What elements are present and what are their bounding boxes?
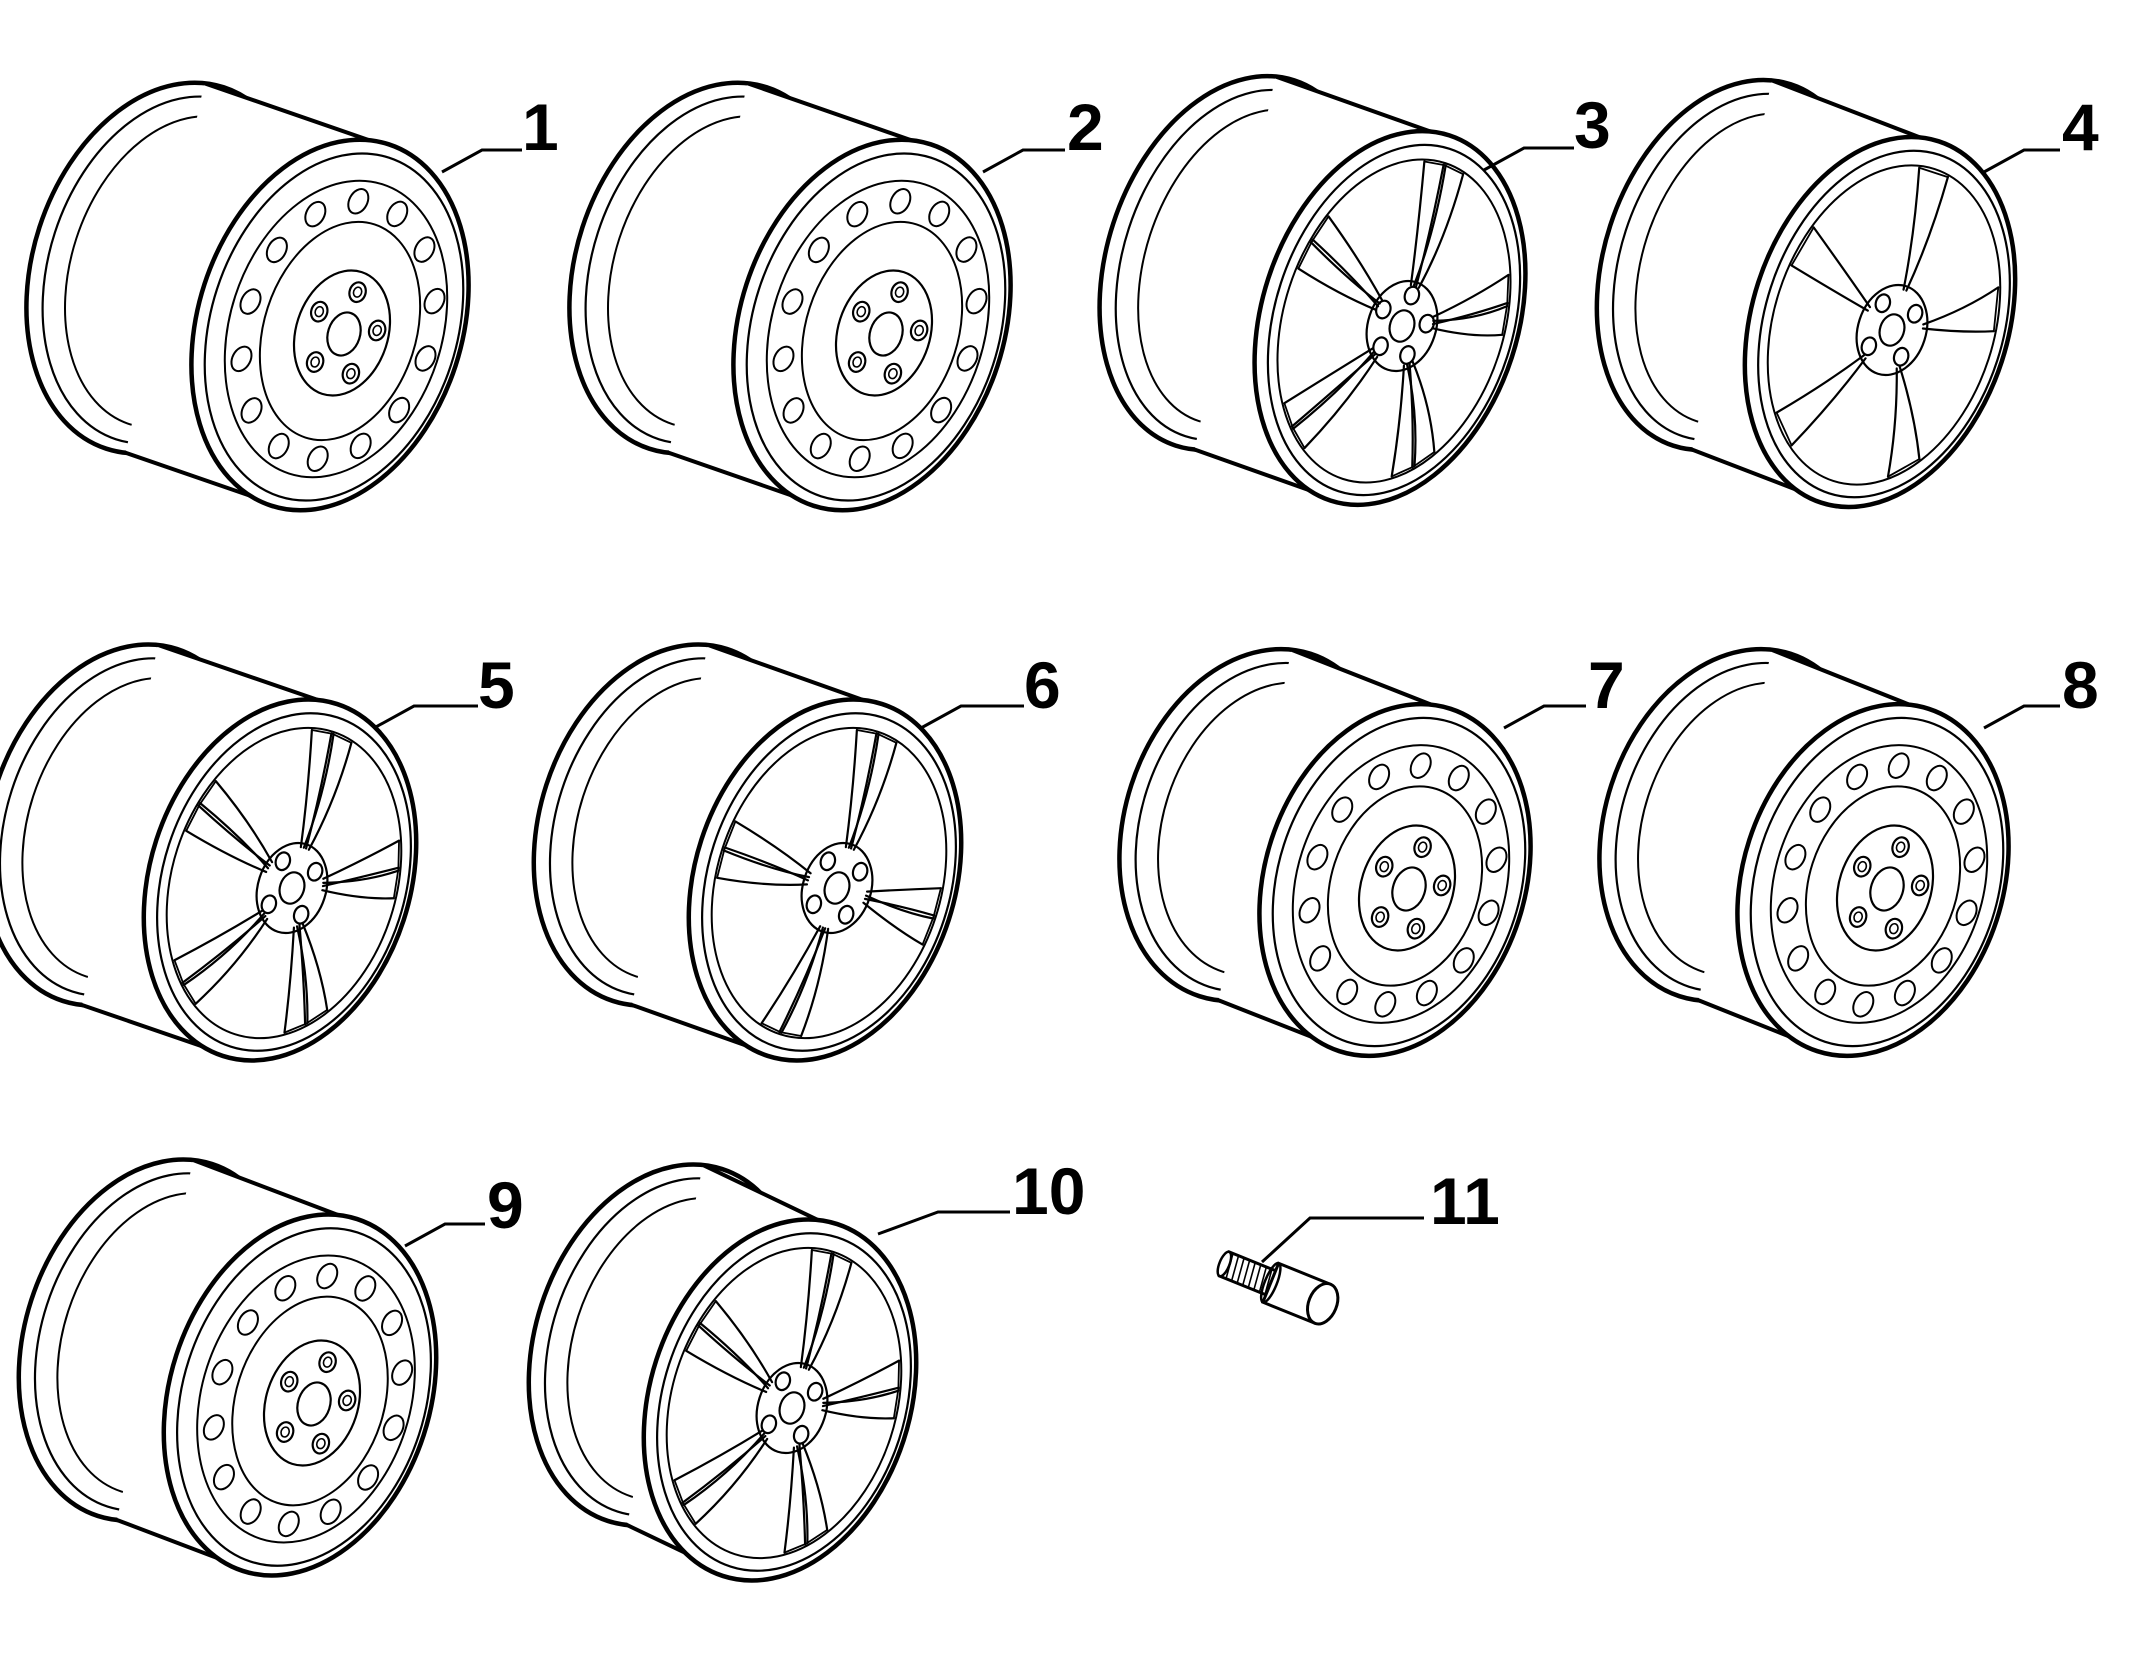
callout-7[interactable]: 7 [1503, 648, 1625, 730]
leader-line-9 [404, 1222, 485, 1248]
callout-2[interactable]: 2 [982, 90, 1104, 174]
leader-line-11 [1260, 1216, 1424, 1264]
leader-line-8 [1983, 704, 2060, 730]
part-7-illustration [1117, 646, 1533, 1059]
part-1-illustration [24, 80, 471, 513]
part-10-illustration [526, 1162, 919, 1583]
part-label-8: 8 [2062, 648, 2099, 722]
leader-line-7 [1503, 704, 1586, 730]
part-4-illustration [1594, 77, 2018, 510]
leader-line-1 [441, 148, 522, 174]
callout-layer: 1 2 3 4 5 6 7 [373, 88, 2099, 1264]
callout-9[interactable]: 9 [404, 1168, 524, 1248]
callout-5[interactable]: 5 [373, 648, 515, 730]
part-label-3: 3 [1574, 88, 1611, 162]
part-label-6: 6 [1024, 648, 1061, 722]
callout-8[interactable]: 8 [1983, 648, 2099, 730]
part-label-10: 10 [1012, 1154, 1085, 1228]
part-label-7: 7 [1588, 648, 1625, 722]
part-label-9: 9 [487, 1168, 524, 1242]
part-label-4: 4 [2062, 90, 2099, 164]
callout-6[interactable]: 6 [920, 648, 1061, 730]
leader-line-6 [920, 704, 1024, 730]
part-3-illustration [1097, 73, 1528, 508]
callout-11[interactable]: 11 [1260, 1164, 1500, 1264]
leader-line-3 [1483, 146, 1574, 172]
callout-10[interactable]: 10 [877, 1154, 1085, 1236]
part-label-11: 11 [1430, 1164, 1500, 1238]
leader-line-10 [877, 1210, 1010, 1236]
leader-line-4 [1983, 148, 2060, 174]
part-8-illustration [1597, 646, 2011, 1059]
wheel-bolt-illustration [1216, 1250, 1340, 1326]
part-9-illustration [16, 1157, 439, 1578]
part-label-2: 2 [1067, 90, 1104, 164]
part-5-illustration [0, 642, 419, 1063]
part-2-illustration [567, 80, 1013, 513]
part-6-illustration [531, 642, 964, 1063]
part-label-5: 5 [478, 648, 515, 722]
callout-1[interactable]: 1 [441, 90, 559, 174]
callout-3[interactable]: 3 [1483, 88, 1611, 172]
callout-4[interactable]: 4 [1983, 90, 2099, 174]
leader-line-5 [373, 704, 478, 730]
wheel-illustrations [0, 73, 2018, 1583]
part-label-1: 1 [522, 90, 559, 164]
leader-line-2 [982, 148, 1065, 174]
